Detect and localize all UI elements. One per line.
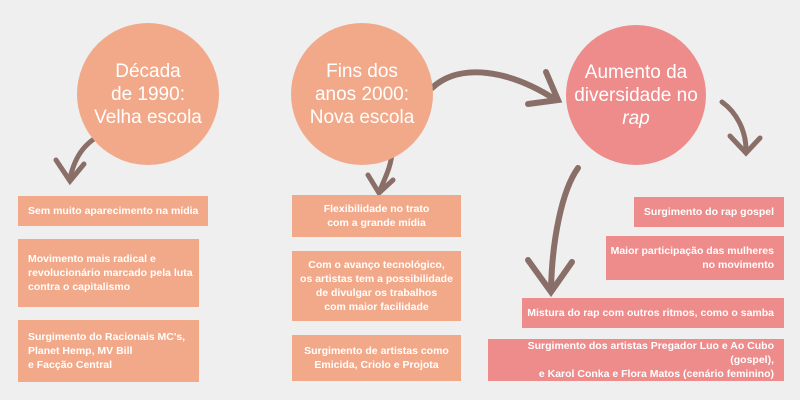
box-flexibilidade: Flexibilidade no trato com a grande mídi… bbox=[292, 195, 461, 237]
box-line: Surgimento dos artistas Pregador Luo e A… bbox=[527, 340, 774, 366]
box-pregador-luo: Surgimento dos artistas Pregador Luo e A… bbox=[488, 339, 784, 381]
box-line: Emicida, Criolo e Projota bbox=[314, 359, 439, 371]
circle-velha-escola: Década de 1990: Velha escola bbox=[77, 23, 219, 165]
box-line: Mistura do rap com outros ritmos, como o… bbox=[527, 307, 774, 319]
box-line: Com o avanço tecnológico, bbox=[308, 259, 445, 271]
circle-line: anos 2000: bbox=[314, 83, 410, 105]
box-sem-aparecimento: Sem muito aparecimento na mídia bbox=[18, 196, 208, 226]
circle-line: Nova escola bbox=[309, 106, 415, 128]
arrow-to-diversidade bbox=[429, 69, 563, 107]
box-line: no movimento bbox=[702, 259, 774, 271]
circle-line-italic: rap bbox=[622, 107, 650, 129]
circle-nova-escola: Fins dos anos 2000: Nova escola bbox=[291, 23, 433, 165]
box-line: com a grande mídia bbox=[327, 217, 426, 229]
circle-line: de 1990: bbox=[111, 83, 185, 105]
box-line: os artistas tem a possibilidade bbox=[300, 273, 453, 285]
arrow-diversidade-down bbox=[525, 165, 581, 298]
box-line: e Karol Conka e Flora Matos (cenário fem… bbox=[538, 368, 774, 380]
box-emicida: Surgimento de artistas como Emicida, Cri… bbox=[292, 335, 461, 381]
box-movimento-radical: Movimento mais radical e revolucionário … bbox=[18, 239, 199, 307]
box-line: Planet Hemp, MV Bill bbox=[28, 345, 133, 357]
box-line: revolucionário marcado pela luta bbox=[28, 267, 193, 279]
box-line: e Facção Central bbox=[28, 359, 113, 371]
box-rap-gospel: Surgimento do rap gospel bbox=[634, 197, 784, 227]
circle-line: Fins dos bbox=[326, 60, 398, 82]
box-avanco-tecnologico: Com o avanço tecnológico, os artistas te… bbox=[292, 251, 461, 321]
circle-line: diversidade no bbox=[574, 84, 698, 106]
box-racionais: Surgimento do Racionais MC's, Planet Hem… bbox=[18, 320, 199, 382]
circle-line: Aumento da bbox=[584, 61, 688, 83]
box-line: Flexibilidade no trato bbox=[323, 203, 430, 215]
box-line: Surgimento do Racionais MC's, bbox=[28, 331, 186, 343]
circle-diversidade: Aumento da diversidade no rap bbox=[566, 25, 706, 165]
arrow-velha-escola bbox=[53, 132, 103, 186]
circle-line: Velha escola bbox=[94, 106, 202, 128]
box-line: com maior facilidade bbox=[324, 301, 429, 313]
box-line: Movimento mais radical e bbox=[28, 253, 156, 265]
box-line: Surgimento do rap gospel bbox=[643, 206, 774, 218]
box-line: Maior participação das mulheres bbox=[610, 245, 774, 257]
arrow-diversidade-right bbox=[719, 99, 763, 157]
box-line: Surgimento de artistas como bbox=[304, 345, 449, 357]
circle-line: Década bbox=[115, 60, 181, 82]
box-line: de divulgar os trabalhos bbox=[315, 287, 438, 299]
box-line: contra o capitalismo bbox=[28, 281, 131, 293]
box-mistura-samba: Mistura do rap com outros ritmos, como o… bbox=[522, 298, 784, 328]
box-participacao-mulheres: Maior participação das mulheres no movim… bbox=[606, 236, 784, 280]
box-line: Sem muito aparecimento na mídia bbox=[28, 205, 199, 217]
